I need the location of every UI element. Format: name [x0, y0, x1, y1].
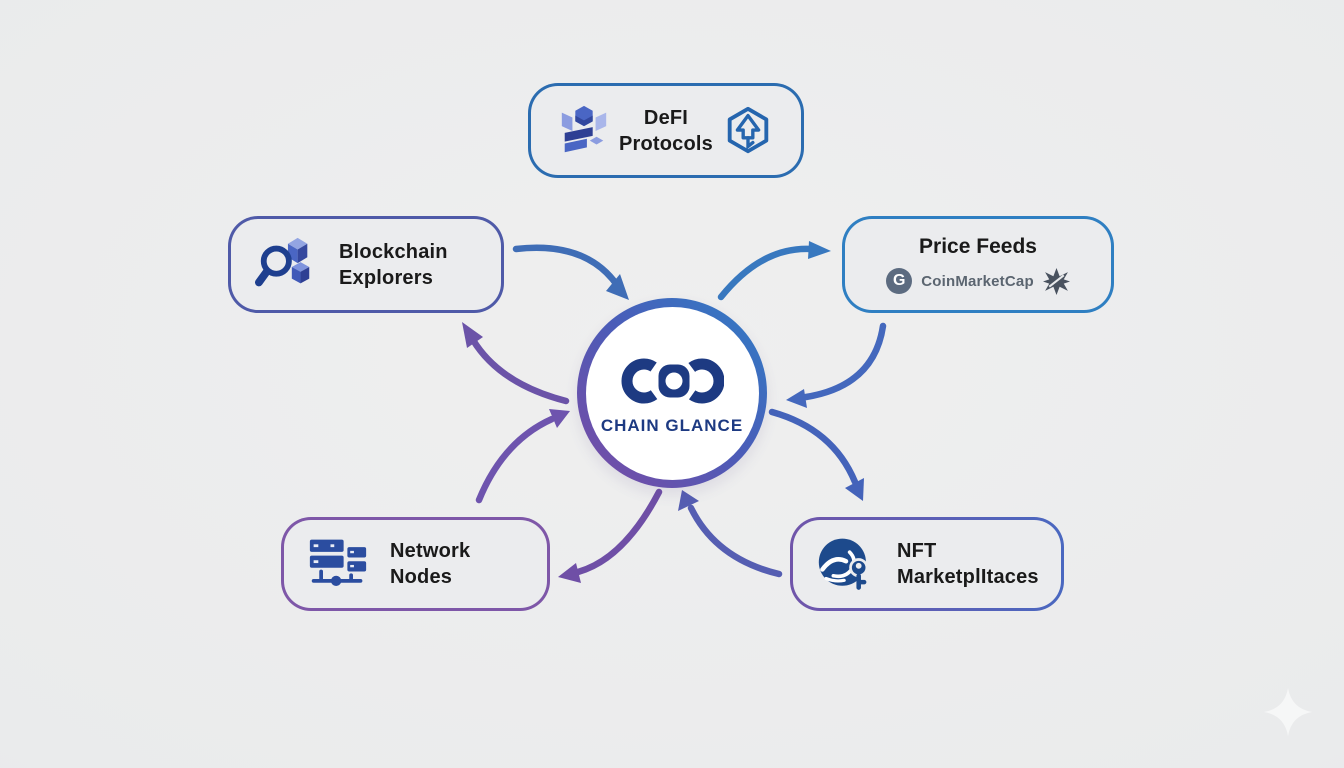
arrow-hub-to-explorers — [462, 322, 570, 405]
g-coin-letter: G — [892, 272, 906, 289]
wave-key-icon — [818, 538, 869, 590]
arrow-pricefeeds-to-hub — [786, 322, 887, 408]
defi-lotus-icon — [561, 105, 607, 152]
chain-links-icon — [621, 358, 724, 404]
arrow-hub-to-pricefeeds — [717, 241, 831, 301]
blockchain-explorers-node: Blockchain Explorers — [228, 216, 504, 313]
arrow-explorers-to-hub — [512, 244, 629, 300]
g-coin-icon: G — [886, 268, 913, 294]
provider-label: CoinMarketCap — [921, 272, 1034, 290]
starburst-badge-icon — [1042, 267, 1070, 295]
blockchain-explorers-label: Blockchain Explorers — [339, 240, 448, 289]
hexagon-up-arrow-icon — [727, 106, 769, 153]
price-feeds-node: Price Feeds G CoinMarketCap — [842, 216, 1114, 313]
server-stack-icon — [309, 539, 367, 587]
magnifier-cubes-icon — [255, 237, 310, 286]
arrow-nft-to-hub — [678, 490, 783, 578]
hub-brand-label: CHAIN GLANCE — [600, 416, 744, 435]
chain-glance-hub: CHAIN GLANCE — [577, 298, 767, 488]
arrow-hub-to-network — [558, 488, 663, 583]
arrow-network-to-hub — [475, 409, 570, 504]
four-point-sparkle-icon — [1264, 688, 1312, 736]
nft-marketplaces-node: NFT MarketplItaces — [790, 517, 1064, 611]
nft-marketplaces-label: NFT MarketplItaces — [897, 540, 1039, 588]
price-feeds-label: Price Feeds — [919, 234, 1037, 258]
arrow-hub-to-nft — [768, 408, 864, 501]
network-nodes-node: Network Nodes — [281, 517, 550, 611]
defi-protocols-node: DeFI Protocols — [528, 83, 804, 178]
price-feeds-provider-row: G CoinMarketCap — [886, 267, 1070, 295]
defi-protocols-label: DeFI Protocols — [618, 106, 714, 155]
network-nodes-label: Network Nodes — [390, 540, 471, 588]
